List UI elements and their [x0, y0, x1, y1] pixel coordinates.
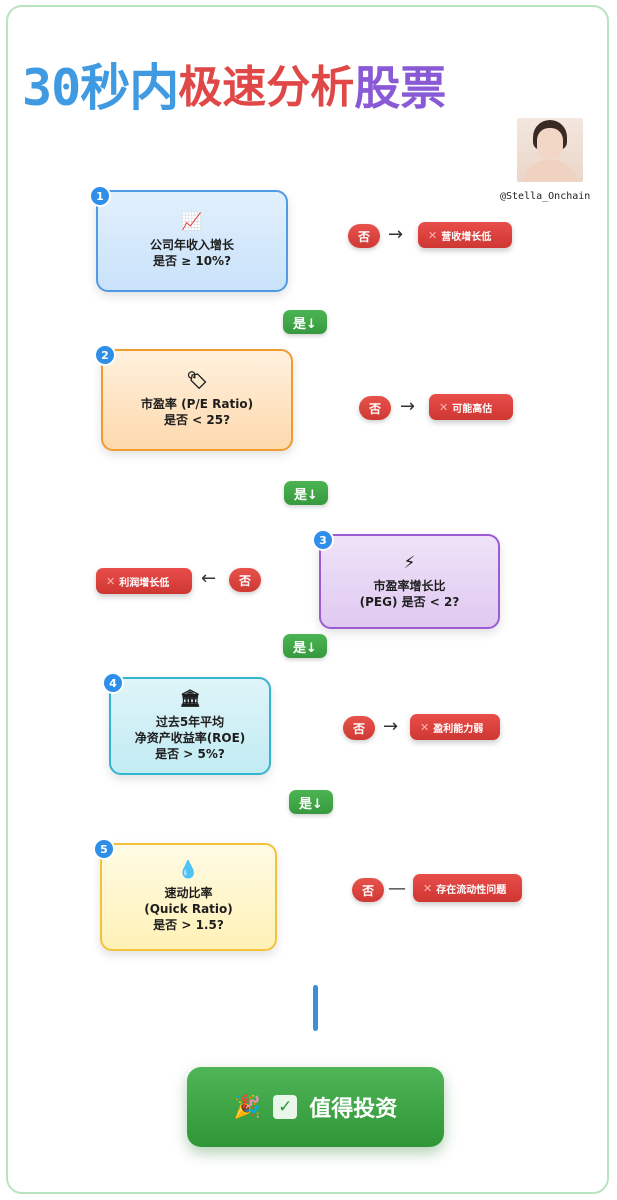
- step-2-arrow-icon: →: [400, 396, 416, 417]
- step-4-number-badge: 4: [102, 672, 124, 694]
- step-5-result-badge: ✕存在流动性问题: [413, 874, 522, 902]
- step-1-number-badge: 1: [89, 185, 111, 207]
- step-5-no-label: 否: [352, 878, 384, 902]
- step-3-line2: (PEG) 是否 < 2?: [359, 594, 460, 609]
- step-2-line1: 市盈率 (P/E Ratio): [140, 397, 254, 411]
- cross-icon: ✕: [420, 720, 430, 734]
- page-title: 30秒内极速分析股票: [22, 52, 446, 122]
- step-2-result-text: 可能高估: [452, 403, 493, 415]
- step-1-no-label: 否: [348, 224, 380, 248]
- celebration-icon: 🎉: [233, 1094, 262, 1120]
- bank-icon: 🏛: [179, 689, 201, 709]
- step-1-arrow-icon: →: [388, 224, 404, 245]
- cross-icon: ✕: [423, 881, 433, 895]
- lightning-icon: ⚡: [403, 552, 416, 573]
- step-3-yes-label: 是↓: [283, 634, 327, 658]
- step-3-result-badge: ✕利润增长低: [96, 568, 192, 594]
- step-1-result-text: 营收增长低: [441, 231, 492, 243]
- step-3-card: ⚡ 市盈率增长比 (PEG) 是否 < 2?: [319, 534, 500, 629]
- step-3-arrow-icon: ←: [201, 568, 217, 589]
- cross-icon: ✕: [106, 574, 116, 588]
- step-2-number-badge: 2: [94, 344, 116, 366]
- chart-icon: 📈: [181, 212, 203, 232]
- checkmark-icon: ✓: [273, 1095, 298, 1119]
- tag-icon: 🏷: [186, 371, 208, 391]
- step-4-result-text: 盈利能力弱: [433, 723, 484, 735]
- step-2-yes-label: 是↓: [284, 481, 328, 505]
- step-2-result-badge: ✕可能高估: [429, 394, 513, 420]
- title-part-2: 极速分析: [178, 61, 355, 113]
- step-2-card: 🏷 市盈率 (P/E Ratio) 是否 < 25?: [101, 349, 293, 451]
- step-4-no-label: 否: [343, 716, 375, 740]
- step-1-card: 📈 公司年收入增长 是否 ≥ 10%?: [96, 190, 288, 292]
- step-4-result-badge: ✕盈利能力弱: [410, 714, 500, 740]
- page-frame: [6, 5, 609, 1194]
- step-4-arrow-icon: →: [383, 716, 399, 737]
- step-3-number-badge: 3: [312, 529, 334, 551]
- step-4-line2: 净资产收益率(ROE): [134, 731, 246, 745]
- step-1-line2: 是否 ≥ 10%?: [152, 254, 232, 268]
- step-4-line1: 过去5年平均: [155, 715, 225, 729]
- droplet-icon: 💧: [177, 860, 200, 880]
- step-3-line1: 市盈率增长比: [373, 578, 446, 593]
- step-2-no-label: 否: [359, 396, 391, 420]
- final-result-button: 🎉 ✓ 值得投资: [187, 1067, 444, 1147]
- step-2-line2: 是否 < 25?: [163, 413, 231, 427]
- step-5-number-badge: 5: [93, 838, 115, 860]
- step-4-card: 🏛 过去5年平均 净资产收益率(ROE) 是否 > 5%?: [109, 677, 271, 775]
- step-5-line2: (Quick Ratio): [144, 902, 233, 916]
- step-5-line1: 速动比率: [164, 886, 213, 900]
- step-1-line1: 公司年收入增长: [149, 238, 234, 252]
- step-4-line3: 是否 > 5%?: [155, 747, 225, 761]
- step-5-line3: 是否 > 1.5?: [153, 918, 224, 932]
- step-5-arrow-icon: —: [388, 878, 406, 899]
- author-handle: @Stella_Onchain: [500, 191, 591, 202]
- step-4-yes-label: 是↓: [289, 790, 333, 814]
- step-1-yes-label: 是↓: [283, 310, 327, 334]
- step-1-result-badge: ✕营收增长低: [418, 222, 512, 248]
- step-3-no-label: 否: [229, 568, 261, 592]
- final-result-label: 值得投资: [309, 1097, 398, 1122]
- cross-icon: ✕: [428, 228, 438, 242]
- title-part-3: 股票: [354, 60, 447, 115]
- step-5-result-text: 存在流动性问题: [436, 884, 507, 896]
- connector-line: [313, 985, 318, 1031]
- author-avatar: [517, 118, 583, 182]
- step-5-card: 💧 速动比率 (Quick Ratio) 是否 > 1.5?: [100, 843, 277, 951]
- step-3-result-text: 利润增长低: [119, 577, 170, 589]
- cross-icon: ✕: [439, 400, 449, 414]
- title-part-1: 30秒内: [22, 58, 179, 117]
